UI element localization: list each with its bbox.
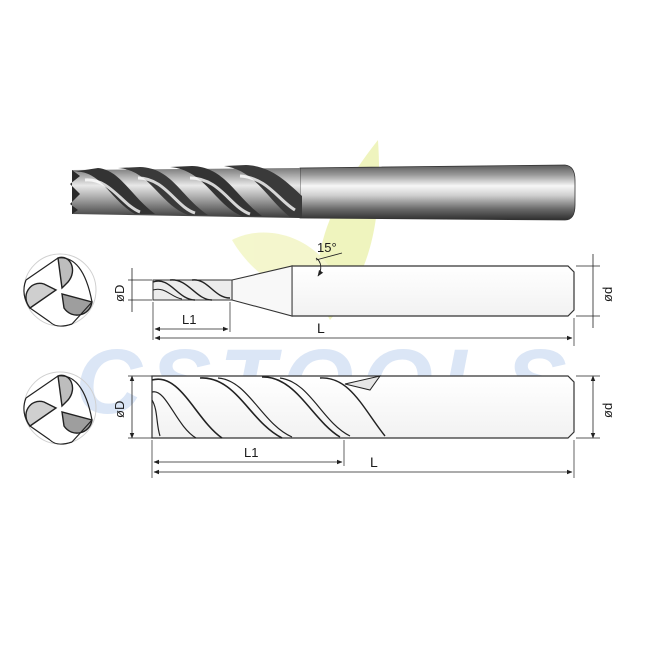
overall-length-label-bottom: L bbox=[370, 454, 378, 470]
diameter-label-bottom: øD bbox=[112, 401, 127, 418]
end-mill-drawing-top: 15° øD ød L1 L bbox=[112, 240, 615, 346]
overall-length-label-top: L bbox=[317, 320, 325, 336]
shank-diameter-label-top: ød bbox=[600, 287, 615, 302]
end-view-top bbox=[23, 253, 97, 327]
end-mill-photo bbox=[70, 164, 576, 221]
flute-length-label-top: L1 bbox=[182, 312, 196, 327]
flute-length-label-bottom: L1 bbox=[244, 445, 258, 460]
shank-diameter-label-bottom: ød bbox=[600, 403, 615, 418]
end-mill-drawing-bottom: øD ød L1 L bbox=[112, 375, 615, 478]
angle-label: 15° bbox=[317, 240, 337, 255]
diameter-label-top: øD bbox=[112, 285, 127, 302]
end-view-bottom bbox=[23, 371, 97, 445]
